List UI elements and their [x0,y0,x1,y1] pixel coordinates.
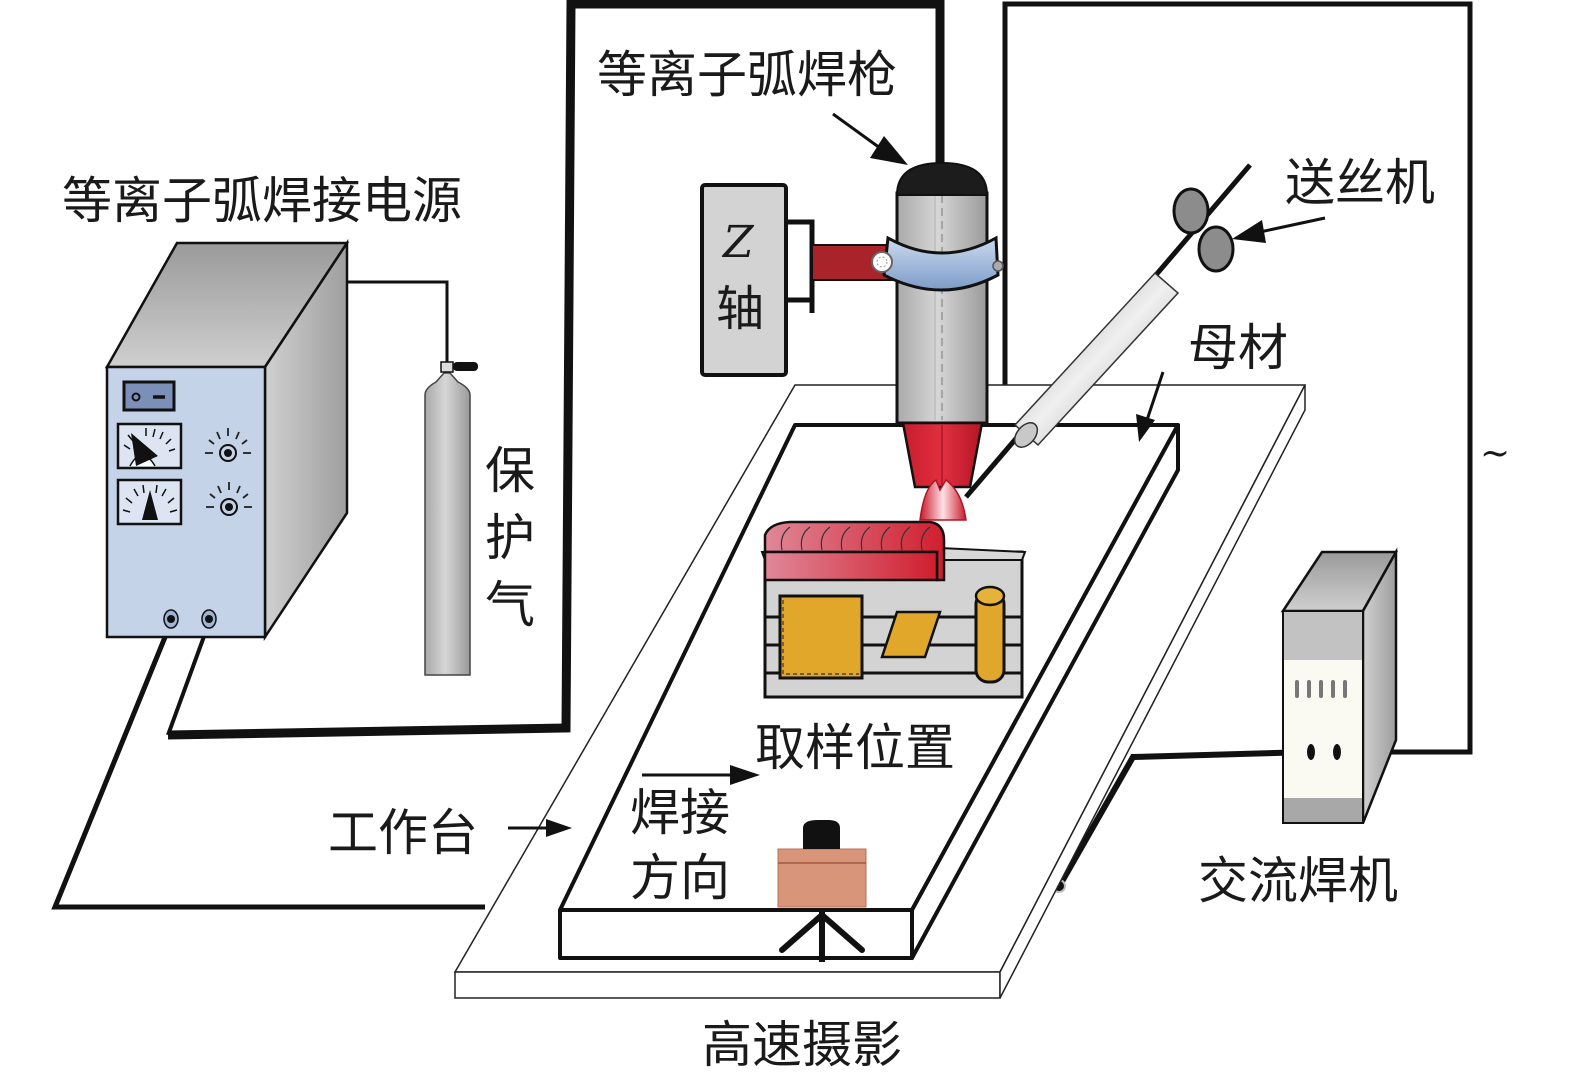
output-terminal-2 [201,609,217,629]
ac-welder-terminal-2 [1333,744,1341,760]
ac-welder-terminal-1 [1307,744,1315,760]
wire-feed-tube [1013,271,1180,448]
ac-welder [1280,547,1399,824]
plasma-arc [919,478,967,521]
plasma-power-source [104,238,350,642]
label-ac-symbol: ~ [1480,433,1510,474]
sample-parallelogram [880,610,942,659]
torch-arrow [832,112,908,165]
label-worktable: 工作台 [328,804,478,862]
label-power-source: 等离子弧焊接电源 [62,172,462,230]
welding-direction-arrow [642,765,760,785]
power-source-lead-cable [166,619,212,736]
worktable-arrow [508,819,572,837]
label-torch: 等离子弧焊枪 [597,46,897,104]
torch-power-cable [167,0,945,740]
sample-square [778,594,864,680]
workpiece-ground-cable [51,619,485,910]
ac-welder-wire-cable [1002,1,1473,755]
ac-welder-work-cable [1057,749,1311,887]
label-shield-gas-3: 气 [485,576,535,634]
output-terminal-1 [163,609,179,629]
control-knob-1[interactable] [205,428,251,462]
wire-feeder-arrow [1232,216,1326,243]
control-knob-2[interactable] [206,482,252,516]
base-metal-arrow [1136,371,1165,442]
weld-bead [763,520,946,582]
label-z-axis-letter: Z [721,217,755,268]
label-ac-welder: 交流焊机 [1198,852,1398,910]
gas-cylinder [424,361,478,676]
sample-block [760,546,1027,699]
label-wire-feeder: 送丝机 [1285,154,1435,212]
z-axis-unit [700,183,898,377]
label-sampling-position: 取样位置 [755,719,955,777]
label-z-axis-char: 轴 [716,281,764,337]
torch-clamp [882,235,1000,292]
label-high-speed-camera: 高速摄影 [702,1016,902,1074]
label-welding-direction-1: 焊接 [630,784,730,842]
high-speed-camera [777,820,867,962]
meter-gauge-1 [116,422,183,470]
label-shield-gas-1: 保 [485,442,535,500]
shield-gas-hose [347,280,449,362]
meter-gauge-2 [116,478,183,526]
power-switch[interactable] [122,380,176,412]
label-shield-gas-2: 护 [485,509,535,567]
label-welding-direction-2: 方向 [630,849,730,907]
feed-rollers [1172,187,1235,273]
label-base-metal: 母材 [1188,319,1288,377]
plasma-torch [871,161,1004,521]
